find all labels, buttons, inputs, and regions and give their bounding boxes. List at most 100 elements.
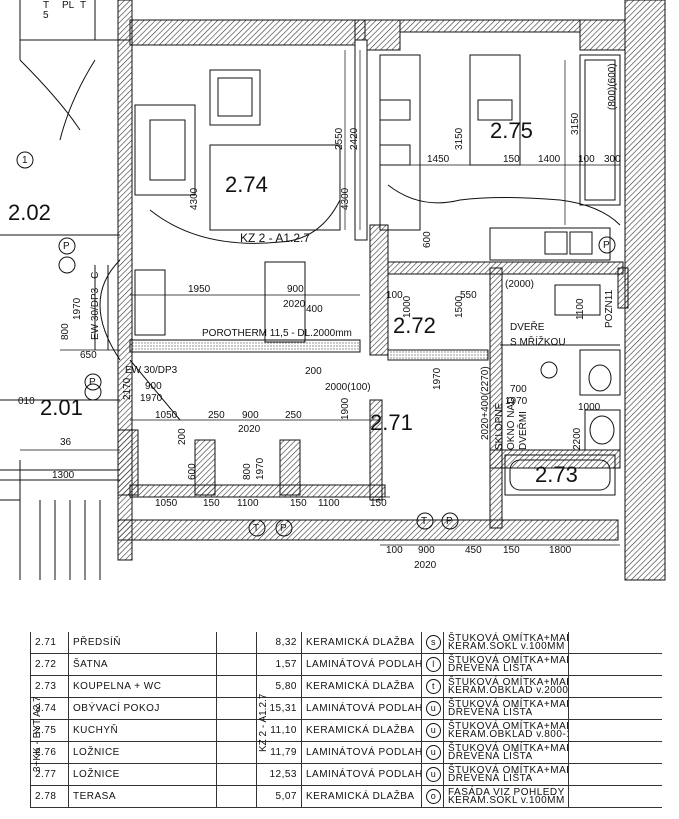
room-number: 2.73: [30, 675, 69, 698]
table-row: 2.78 TERASA 5,07 KERAMICKÁ DLAŽBA o FASÁ…: [30, 785, 662, 808]
dim: 2020: [414, 560, 437, 571]
dim-2000b: (2000): [505, 279, 534, 290]
tag-p: P: [603, 240, 610, 251]
spacer: [216, 763, 257, 786]
tag-top-5: 5: [43, 10, 49, 21]
dim: 1800: [549, 545, 572, 556]
dim-2000-100: 2000(100): [325, 382, 371, 393]
floor-code-circle: t: [426, 679, 441, 694]
wall-finish: ŠTUKOVÁ OMÍTKA+MALBADŘEVĚNÁ LIŠTA: [443, 653, 569, 676]
empty-cell: [568, 719, 662, 742]
table-row: 2.74 OBÝVACÍ POKOJ 15,31 LAMINÁTOVÁ PODL…: [30, 697, 662, 720]
table-kz-label: KZ 2 - A1.2.7: [258, 693, 269, 752]
dim: 250: [285, 410, 302, 421]
dim: 2170: [122, 377, 133, 400]
ew-dim2: 1970: [140, 393, 163, 404]
wall-finish: ŠTUKOVÁ OMÍTKA+MALBADŘEVĚNÁ LIŠTA: [443, 741, 569, 764]
room-number-2-75: 2.75: [490, 118, 533, 143]
room-area: 11,10: [256, 719, 302, 742]
dim: 1400: [538, 154, 561, 165]
floor-code: u: [421, 719, 444, 742]
floor-code-circle: o: [426, 789, 441, 804]
dim: 2020: [238, 424, 261, 435]
kz-label: KZ 2 - A1.2.7: [240, 231, 310, 245]
spacer: [216, 697, 257, 720]
ew-label: EW 30/DP3: [125, 365, 178, 376]
dim: 36: [60, 437, 72, 448]
dim: 300: [604, 154, 621, 165]
kitchen-furniture: [379, 54, 621, 261]
room-area: 15,31: [256, 697, 302, 720]
room-number: 2.74: [30, 697, 69, 720]
dim: 600: [187, 463, 198, 480]
room-number-2-72: 2.72: [393, 313, 436, 338]
finish-line-1: ŠTUKOVÁ OMÍTKA+MALBA: [448, 654, 568, 666]
finish-line-1: ŠTUKOVÁ OMÍTKA+MALBA: [448, 632, 568, 644]
floor-type: KERAMICKÁ DLAŽBA: [301, 719, 422, 742]
room-area: 1,57: [256, 653, 302, 676]
dim: 700: [510, 384, 527, 395]
room-area: 8,32: [256, 632, 302, 654]
spacer: [216, 719, 257, 742]
spacer: [216, 741, 257, 764]
left-structure: [0, 0, 181, 580]
room-number: 2.77: [30, 763, 69, 786]
tag-p: P: [280, 523, 287, 534]
dim: 2550: [334, 127, 345, 150]
finish-line-1: ŠTUKOVÁ OMÍTKA+MALBA: [448, 742, 568, 754]
dim: 150: [503, 154, 520, 165]
room-number-2-71: 2.71: [370, 410, 413, 435]
room-number-2-01: 2.01: [40, 395, 83, 420]
table-row: 2.73 KOUPELNA + WC 5,80 KERAMICKÁ DLAŽBA…: [30, 675, 662, 698]
room-area: 11,79: [256, 741, 302, 764]
ew-side-label: EW 30/DP3 - C: [90, 272, 101, 340]
floor-code-circle: u: [426, 767, 441, 782]
dimension-values: 1950 900 2020 1450 150 1400 100 300 3150…: [52, 112, 621, 571]
room-name: ŠATNA: [68, 653, 217, 676]
floor-type: KERAMICKÁ DLAŽBA: [301, 632, 422, 654]
floor-code-circle: u: [426, 723, 441, 738]
room-number-2-02: 2.02: [8, 200, 51, 225]
porotherm-label: POROTHERM 11,5 - DL.2000mm: [202, 328, 352, 339]
dim: 1300: [52, 470, 75, 481]
dim: 800: [60, 323, 71, 340]
empty-cell: [568, 697, 662, 720]
dim: 1000: [402, 295, 413, 318]
living-furniture: [134, 69, 341, 343]
table-row: 2.75 KUCHYŇ 11,10 KERAMICKÁ DLAŽBA u ŠTU…: [30, 719, 662, 742]
section-tags: [16, 151, 616, 537]
empty-cell: [568, 741, 662, 764]
room-number-2-74: 2.74: [225, 172, 268, 197]
dim: 1100: [575, 298, 586, 320]
floor-type: KERAMICKÁ DLAŽBA: [301, 675, 422, 698]
dim: 3150: [454, 127, 465, 150]
floor-plan: 2.74 2.75 2.72 2.71 2.73 2.01 2.02 KZ 2 …: [0, 0, 666, 581]
tag-p: P: [89, 377, 96, 388]
spacer: [216, 675, 257, 698]
floor-type: KERAMICKÁ DLAŽBA: [301, 785, 422, 808]
table-row: 2.76 LOŽNICE 11,79 LAMINÁTOVÁ PODLAHA u …: [30, 741, 662, 764]
dim: 100: [386, 545, 403, 556]
dim: 1050: [155, 498, 178, 509]
tag-top-t2: T: [80, 0, 86, 11]
tag-p: P: [446, 516, 453, 527]
dim: 1500: [454, 295, 465, 318]
dim: 250: [208, 410, 225, 421]
room-number: 2.75: [30, 719, 69, 742]
dim: 100: [386, 290, 403, 301]
empty-cell: [568, 675, 662, 698]
empty-cell: [568, 653, 662, 676]
dim: 3150: [570, 112, 581, 135]
dim: 1970: [72, 297, 83, 320]
empty-cell: [568, 763, 662, 786]
dim-800-600: (800)(600): [607, 63, 618, 110]
dim: 4300: [189, 187, 200, 210]
finish-line-2: KERAM.OBKLAD v.2000mm: [448, 684, 569, 696]
floor-code-circle: l: [426, 657, 441, 672]
tag-1: 1: [22, 155, 28, 166]
dim: 1970: [432, 367, 443, 390]
dim: 400: [306, 304, 323, 315]
finish-line-2: DŘEVĚNÁ LIŠTA: [448, 662, 533, 674]
room-number: 2.71: [30, 632, 69, 654]
floor-code: t: [421, 675, 444, 698]
